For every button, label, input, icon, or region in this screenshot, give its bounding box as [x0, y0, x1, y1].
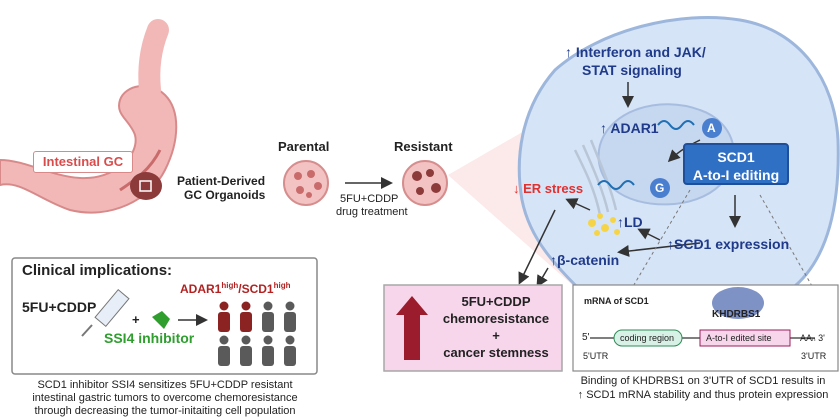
- mrna-panel: [572, 284, 839, 372]
- clinical-drug: 5FU+CDDP: [22, 299, 97, 315]
- poly-a-label: AAₙ 3': [800, 333, 825, 343]
- resistant-title: Resistant: [394, 139, 453, 154]
- guanosine-letter: G: [655, 181, 665, 195]
- tumor-mass: [130, 172, 162, 200]
- clinical-caption-line3: through decreasing the tumor-initaiting …: [34, 405, 296, 417]
- marker-adar1: ADAR1: [180, 282, 222, 296]
- mrna-caption: Binding of KHDRBS1 on 3'UTR of SCD1 resu…: [566, 374, 840, 402]
- beta-catenin-label: ↑β-catenin: [550, 252, 620, 268]
- ssi4-inhibitor-label: SSI4 inhibitor: [104, 330, 195, 346]
- resistant-organoid: [402, 160, 448, 206]
- adar1-label: ↑ ADAR1: [600, 120, 659, 136]
- patient-people-icons: [218, 301, 296, 366]
- treatment-line2: drug treatment: [336, 206, 408, 218]
- outcome-text: 5FU+CDDP chemoresistance + cancer stemne…: [432, 293, 560, 361]
- treatment-line1: 5FU+CDDP: [340, 193, 399, 205]
- parental-title: Parental: [278, 139, 330, 154]
- interferon-label-line2: STAT signaling: [582, 62, 682, 78]
- outcome-line1: 5FU+CDDP: [461, 294, 531, 309]
- scd1-expression-label: ↑SCD1 expression: [667, 236, 790, 252]
- parental-organoid: [283, 160, 329, 206]
- clinical-plus: +: [132, 312, 140, 327]
- adenosine-letter: A: [707, 121, 716, 135]
- scd1-editing-box: SCD1 A-to-I editing: [683, 143, 789, 185]
- lipid-droplet-label: ↑LD: [617, 214, 643, 230]
- marker-adar1-sup: high: [221, 281, 239, 290]
- stomach-label-box: Intestinal GC: [33, 151, 133, 173]
- edited-site-label: A-to-I edited site: [706, 333, 772, 343]
- mrna-caption-line2: ↑ SCD1 mRNA stability and thus protein e…: [577, 389, 829, 401]
- outcome-line3: +: [492, 328, 500, 343]
- marker-label: ADAR1high/SCD1high: [180, 281, 290, 296]
- khdrbs1-label: KHDRBS1: [712, 309, 761, 320]
- khdrbs1-protein: [712, 287, 764, 319]
- er-membranes: [573, 139, 618, 216]
- stomach-label: Intestinal GC: [42, 154, 124, 169]
- ssi4-pill-icon: [152, 311, 170, 329]
- mrna-caption-line1: Binding of KHDRBS1 on 3'UTR of SCD1 resu…: [580, 375, 826, 387]
- stomach-illustration: [0, 19, 178, 214]
- er-stress-label: ↓ ER stress: [513, 181, 584, 196]
- coding-region-label: coding region: [620, 333, 675, 343]
- organoid-source-line1: Patient-Derived: [177, 174, 266, 188]
- clinical-caption: SCD1 inhibitor SSI4 sensitizes 5FU+CDDP …: [0, 379, 330, 418]
- clinical-caption-line1: SCD1 inhibitor SSI4 sensitizes 5FU+CDDP …: [37, 379, 293, 391]
- syringe-icon: [81, 289, 130, 337]
- clinical-caption-line2: intestinal gastric tumors to overcome ch…: [32, 392, 298, 404]
- five-prime-label: 5': [582, 332, 590, 343]
- lipid-droplets: [588, 213, 620, 236]
- adenosine-bubble: [702, 118, 722, 138]
- utr5-label: 5'UTR: [583, 351, 609, 361]
- marker-scd1-sup: high: [273, 281, 291, 290]
- scd1-box-line1: SCD1: [717, 149, 755, 165]
- organoid-source-line2: GC Organoids: [184, 188, 266, 202]
- outcome-line4: cancer stemness: [443, 345, 549, 360]
- interferon-label-line1: ↑ Interferon and JAK/: [565, 44, 706, 60]
- mrna-title: mRNA of SCD1: [584, 296, 649, 306]
- edited-site-box: [699, 329, 791, 347]
- utr3-label: 3'UTR: [801, 351, 827, 361]
- marker-scd1: /SCD1: [238, 282, 274, 296]
- coding-region-box: [613, 329, 683, 347]
- scd1-box-line2: A-to-I editing: [692, 167, 780, 183]
- increase-arrow-icon: [396, 296, 428, 360]
- guanosine-bubble: [650, 178, 670, 198]
- clinical-title: Clinical implications:: [22, 262, 173, 279]
- outcome-line2: chemoresistance: [442, 311, 550, 326]
